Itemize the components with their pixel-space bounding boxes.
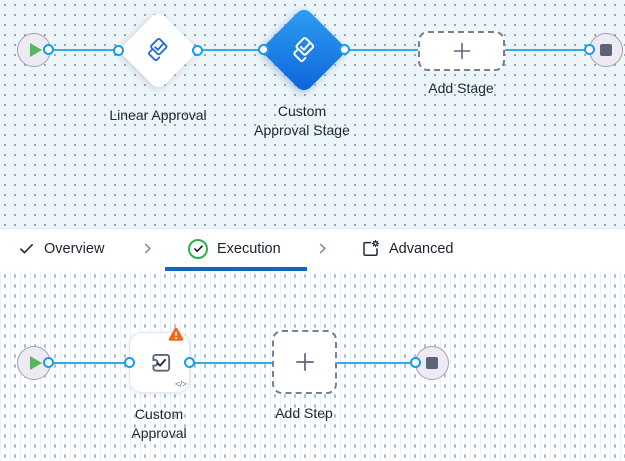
port[interactable]	[43, 357, 54, 368]
approval-stage-icon	[145, 37, 171, 63]
port[interactable]	[113, 45, 124, 56]
port[interactable]	[43, 44, 54, 55]
add-stage-button[interactable]	[418, 31, 505, 71]
page-settings-icon	[361, 239, 380, 258]
add-step-button[interactable]	[272, 330, 337, 394]
tab-label: Advanced	[389, 240, 454, 257]
port[interactable]	[192, 45, 203, 56]
port[interactable]	[184, 357, 195, 368]
step-edge	[35, 362, 420, 364]
plus-icon	[450, 39, 474, 63]
add-step-label: Add Step	[275, 405, 333, 421]
puzzle-check-icon	[145, 348, 175, 378]
code-badge: </>	[175, 379, 187, 389]
port[interactable]	[339, 44, 350, 55]
tab-overview[interactable]: Overview	[18, 229, 104, 268]
stage-flow-canvas[interactable]: Linear Approval Custom Approval Stage Ad…	[0, 0, 625, 228]
active-tab-underline	[165, 267, 307, 271]
stop-icon	[600, 44, 612, 56]
port[interactable]	[410, 357, 421, 368]
node-label: Custom Approval	[131, 406, 187, 441]
check-icon	[18, 240, 35, 257]
stage-tab-bar: Overview Execution Advanced	[0, 228, 625, 271]
tab-label: Execution	[217, 240, 281, 257]
check-circle-icon	[188, 238, 208, 259]
tab-advanced[interactable]: Advanced	[361, 229, 454, 268]
step-flow-canvas[interactable]: </> Custom Approval Add Step	[0, 271, 625, 461]
warning-icon	[168, 327, 184, 347]
node-label: Linear Approval	[109, 107, 207, 123]
stop-icon	[426, 357, 438, 369]
port[interactable]	[258, 44, 269, 55]
play-icon	[30, 43, 42, 57]
tab-label: Overview	[44, 240, 105, 257]
add-stage-label: Add Stage	[428, 80, 494, 96]
play-icon	[30, 356, 42, 370]
port[interactable]	[124, 357, 135, 368]
chevron-right-icon	[140, 241, 155, 261]
approval-stage-icon	[290, 36, 318, 64]
plus-icon	[292, 349, 318, 375]
tab-execution[interactable]: Execution	[188, 229, 281, 268]
start-node[interactable]	[17, 33, 51, 67]
port[interactable]	[584, 44, 595, 55]
node-label: Custom Approval Stage	[254, 103, 350, 138]
chevron-right-icon	[315, 241, 330, 261]
